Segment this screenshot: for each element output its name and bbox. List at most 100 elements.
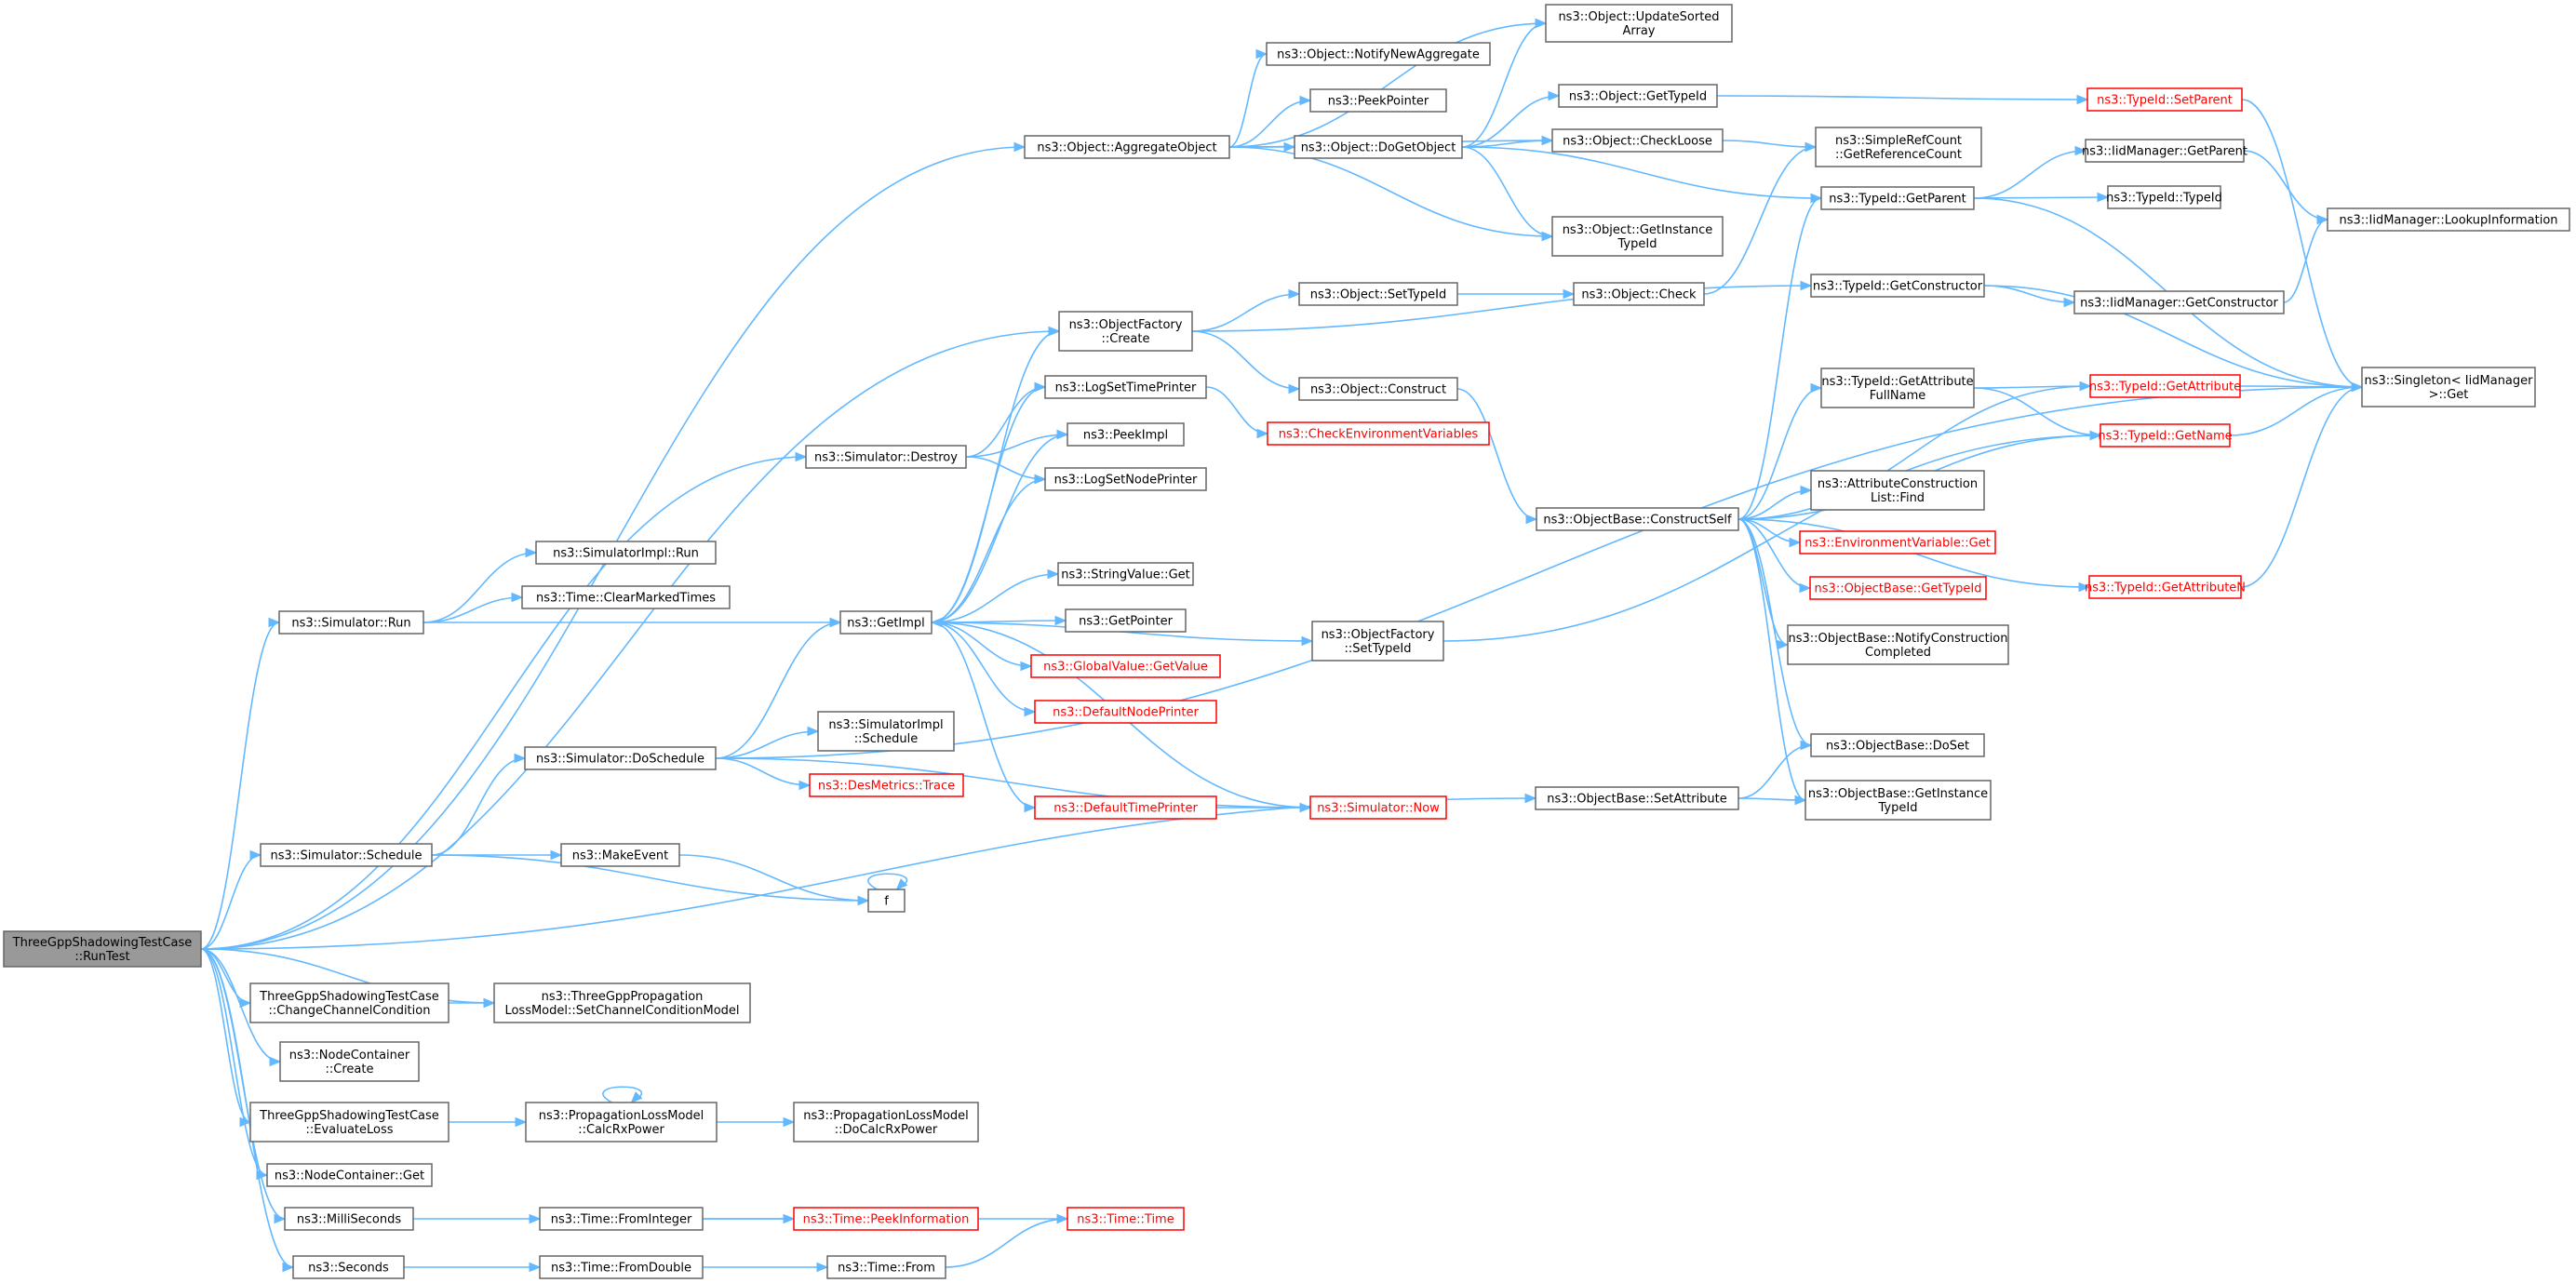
graph-node-simimplrun[interactable]: ns3::SimulatorImpl::Run (535, 541, 717, 565)
graph-node-dogetobject[interactable]: ns3::Object::DoGetObject (1294, 135, 1463, 159)
node-box (809, 773, 964, 797)
edge-dogetobject-to-tigetparent (1461, 146, 1823, 204)
graph-node-aggregateobject[interactable]: ns3::Object::AggregateObject (1024, 135, 1230, 159)
graph-node-fromdouble[interactable]: ns3::Time::FromDouble (539, 1255, 704, 1279)
graph-node-singletonget[interactable]: ns3::Singleton< IidManager >::Get (2361, 367, 2536, 408)
graph-node-f[interactable]: f (867, 889, 906, 913)
node-label: ns3::Object::CheckLoose (1563, 135, 1712, 149)
graph-node-seconds[interactable]: ns3::Seconds (292, 1255, 405, 1279)
edge-arrowhead (1047, 568, 1060, 580)
graph-node-stringvalueget[interactable]: ns3::StringValue::Get (1057, 562, 1194, 586)
edge-dogetobject-to-updatesortedarray (1461, 18, 1548, 148)
graph-node-simschedule[interactable]: ns3::Simulator::Schedule (260, 843, 433, 867)
graph-node-clearmarkedtimes[interactable]: ns3::Time::ClearMarkedTimes (521, 585, 731, 609)
edge-line (2240, 386, 2363, 588)
graph-node-simimplschedule[interactable]: ns3::SimulatorImpl::Schedule (817, 711, 955, 752)
edge-line (931, 386, 1046, 623)
graph-node-typeidctor[interactable]: ns3::TypeId::TypeId (2106, 185, 2222, 209)
node-box (867, 889, 906, 913)
graph-node-simdestroy[interactable]: ns3::Simulator::Destroy (805, 445, 967, 469)
edge-arrowhead (1535, 18, 1548, 29)
graph-node-calcrxpower[interactable]: ns3::PropagationLossModel::CalcRxPower (525, 1102, 718, 1143)
edge-arrowhead (1288, 383, 1301, 394)
graph-node-obsetattribute[interactable]: ns3::ObjectBase::SetAttribute (1535, 786, 1739, 810)
edge-arrowhead (529, 1213, 542, 1224)
graph-node-lookupinformation[interactable]: ns3::IidManager::LookupInformation (2327, 207, 2570, 232)
graph-node-objconstruct[interactable]: ns3::Object::Construct (1298, 377, 1458, 401)
graph-node-root[interactable]: ThreeGppShadowingTestCase::RunTest (3, 930, 202, 968)
graph-node-logsetnodeprinter[interactable]: ns3::LogSetNodePrinter (1044, 467, 1207, 491)
edge-aggregateobject-to-updatesortedarray (1228, 18, 1548, 148)
node-box (249, 982, 449, 1023)
edge-makeevent-to-f (678, 854, 870, 906)
graph-node-timefrom[interactable]: ns3::Time::From (826, 1255, 946, 1279)
graph-node-getreferencecount[interactable]: ns3::SimpleRefCount::GetReferenceCount (1815, 127, 1982, 167)
graph-node-obgettypeid[interactable]: ns3::ObjectBase::GetTypeId (1809, 576, 1987, 600)
graph-node-setchannelconditionmodel[interactable]: ns3::ThreeGppPropagationLossModel::SetCh… (493, 982, 751, 1023)
graph-node-milliseconds[interactable]: ns3::MilliSeconds (284, 1207, 414, 1231)
node-label: ::GetReferenceCount (1835, 148, 1962, 162)
edge-arrowhead (1024, 706, 1037, 717)
graph-node-ncget[interactable]: ns3::NodeContainer::Get (266, 1163, 433, 1187)
edge-arrowhead (807, 726, 820, 737)
graph-node-setparent[interactable]: ns3::TypeId::SetParent (2086, 87, 2243, 112)
edge-calcrxpower-to-docalcrxpower (717, 1116, 796, 1128)
graph-node-tigetattributen[interactable]: ns3::TypeId::GetAttributeN (2085, 575, 2246, 599)
graph-node-simdoschedule[interactable]: ns3::Simulator::DoSchedule (524, 746, 717, 770)
graph-node-frominteger[interactable]: ns3::Time::FromInteger (539, 1207, 704, 1231)
graph-node-peekpointer[interactable]: ns3::PeekPointer (1309, 88, 1447, 113)
graph-node-tigetname[interactable]: ns3::TypeId::GetName (2098, 423, 2233, 448)
node-label: ns3::GlobalValue::GetValue (1043, 661, 1208, 675)
graph-node-tigetconstructor[interactable]: ns3::TypeId::GetConstructor (1810, 274, 1985, 298)
graph-node-peekinformation[interactable]: ns3::Time::PeekInformation (793, 1207, 979, 1231)
graph-node-objfactorysettypeid[interactable]: ns3::ObjectFactory::SetTypeId (1311, 621, 1444, 662)
node-box (2085, 139, 2245, 163)
graph-node-simnow[interactable]: ns3::Simulator::Now (1309, 795, 1447, 820)
graph-node-constructself[interactable]: ns3::ObjectBase::ConstructSelf (1536, 507, 1739, 531)
graph-node-imgetparent[interactable]: ns3::IidManager::GetParent (2082, 139, 2247, 163)
graph-node-objsettypeid[interactable]: ns3::Object::SetTypeId (1298, 282, 1458, 306)
graph-node-defaultnodeprinter[interactable]: ns3::DefaultNodePrinter (1034, 700, 1217, 724)
edge-line (1191, 285, 1812, 332)
graph-node-notifyconstructioncompleted[interactable]: ns3::ObjectBase::NotifyConstructionCompl… (1787, 624, 2009, 665)
graph-node-evaluateloss[interactable]: ThreeGppShadowingTestCase::EvaluateLoss (249, 1102, 449, 1143)
graph-node-globalvaluegetvalue[interactable]: ns3::GlobalValue::GetValue (1030, 654, 1221, 678)
graph-node-imgetconstructor[interactable]: ns3::IidManager::GetConstructor (2073, 290, 2285, 314)
graph-node-notifynewaggregate[interactable]: ns3::Object::NotifyNewAggregate (1266, 42, 1491, 66)
node-box (1309, 795, 1447, 820)
graph-node-obdoset[interactable]: ns3::ObjectBase::DoSet (1810, 733, 1985, 757)
graph-node-defaulttimeprinter[interactable]: ns3::DefaultTimePrinter (1034, 795, 1217, 820)
graph-node-objcheck[interactable]: ns3::Object::Check (1573, 282, 1705, 306)
graph-node-tigetparent[interactable]: ns3::TypeId::GetParent (1820, 186, 1975, 210)
graph-node-timetime[interactable]: ns3::Time::Time (1067, 1207, 1185, 1231)
graph-node-getimpl[interactable]: ns3::GetImpl (839, 610, 932, 635)
node-label: ns3::TypeId::GetConstructor (1813, 280, 1983, 294)
graph-node-docalcrxpower[interactable]: ns3::PropagationLossModel::DoCalcRxPower (793, 1102, 979, 1143)
graph-node-desmetricstrace[interactable]: ns3::DesMetrics::Trace (809, 773, 964, 797)
graph-node-checkloose[interactable]: ns3::Object::CheckLoose (1551, 128, 1724, 153)
graph-node-logsettimeprinter[interactable]: ns3::LogSetTimePrinter (1044, 375, 1207, 399)
graph-node-peekimpl[interactable]: ns3::PeekImpl (1067, 422, 1185, 447)
graph-node-checkenvvars[interactable]: ns3::CheckEnvironmentVariables (1267, 421, 1490, 446)
graph-node-objgettypeid[interactable]: ns3::Object::GetTypeId (1558, 84, 1718, 108)
graph-node-envvarget[interactable]: ns3::EnvironmentVariable::Get (1799, 530, 1996, 555)
graph-node-getpointer[interactable]: ns3::GetPointer (1065, 608, 1187, 633)
node-label: ns3::GetPointer (1079, 615, 1173, 629)
edge-milliseconds-to-frominteger (413, 1213, 542, 1224)
edge-line (2283, 219, 2328, 303)
node-label: ::RunTest (74, 950, 129, 964)
graph-node-makeevent[interactable]: ns3::MakeEvent (560, 843, 680, 867)
edge-arrowhead (1541, 135, 1554, 146)
edge-arrowhead (1301, 635, 1314, 647)
graph-node-objfactorycreate[interactable]: ns3::ObjectFactory::Create (1058, 311, 1193, 352)
graph-node-simrun[interactable]: ns3::Simulator::Run (278, 610, 424, 635)
graph-node-nccreate[interactable]: ns3::NodeContainer::Create (279, 1041, 420, 1082)
graph-node-tigetattribute[interactable]: ns3::TypeId::GetAttribute (2089, 374, 2241, 398)
edge-line (931, 478, 1046, 623)
graph-node-changechannelcondition[interactable]: ThreeGppShadowingTestCase::ChangeChannel… (249, 982, 449, 1023)
